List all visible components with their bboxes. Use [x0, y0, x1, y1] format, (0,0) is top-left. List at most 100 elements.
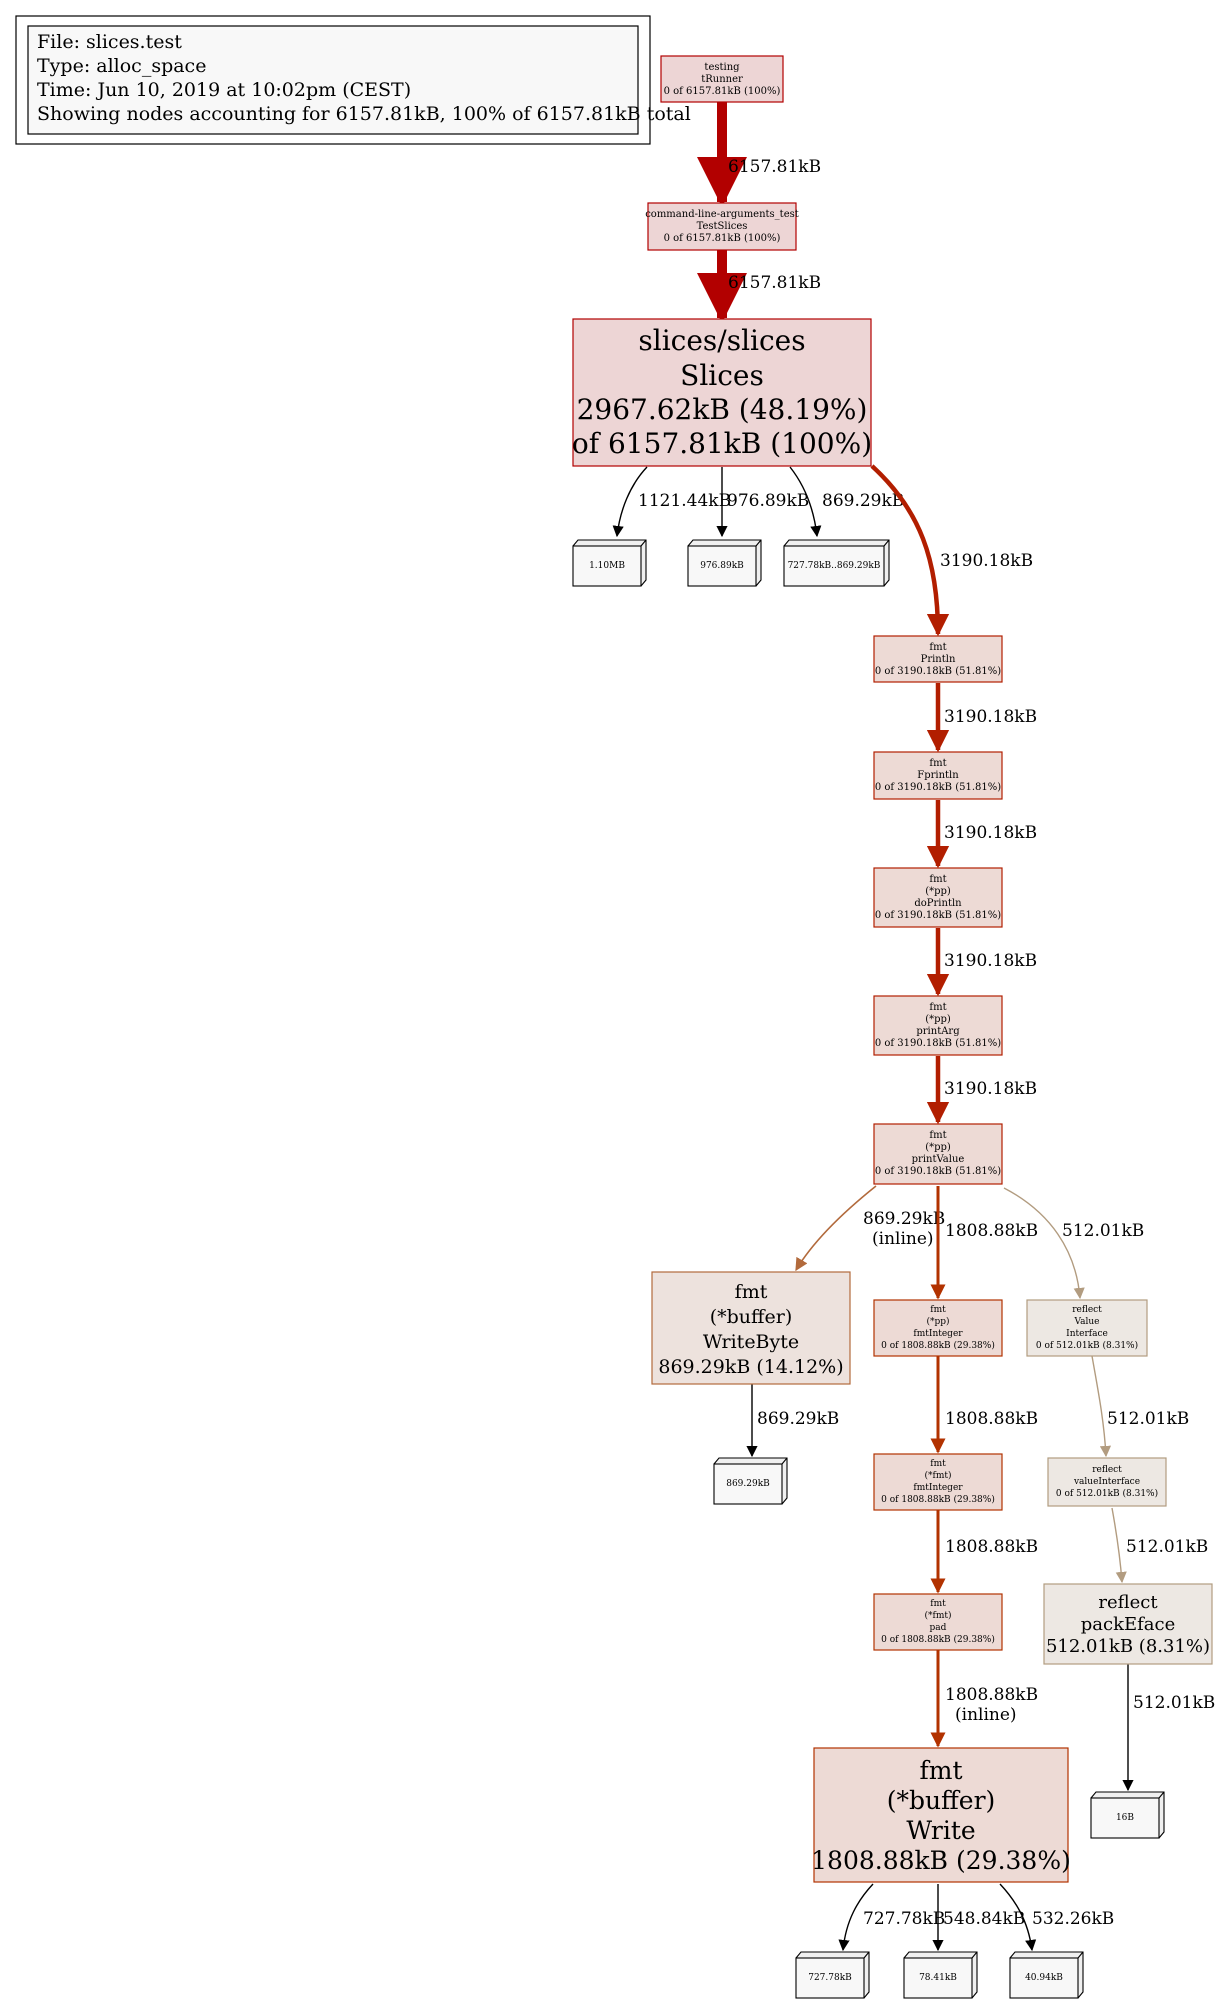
node-line: 2967.62kB (48.19%) — [577, 393, 868, 426]
edge-label: 869.29kB — [863, 1209, 945, 1229]
leaf-40kb[interactable]: 40.94kB — [1009, 1951, 1084, 1999]
node-line: printArg — [916, 1026, 960, 1037]
edge-printvalue-value-interface: 512.01kB — [1003, 1187, 1144, 1300]
edge-trunner-testslices: 6157.81kB — [697, 102, 821, 207]
node-testing-trunner[interactable]: testing tRunner 0 of 6157.81kB (100%) — [660, 55, 784, 103]
edge-label: 3190.18kB — [940, 551, 1033, 571]
node-line: fmtInteger — [913, 1483, 963, 1493]
edge-label: 6157.81kB — [728, 157, 821, 177]
node-buffer-write[interactable]: fmt (*buffer) Write 1808.88kB (29.38%) — [811, 1747, 1071, 1883]
edge-label: 869.29kB — [757, 1409, 839, 1429]
leaf-1-10mb[interactable]: 1.10MB — [572, 539, 647, 587]
node-line: Slices — [680, 359, 764, 392]
edge-label: 869.29kB — [822, 491, 904, 511]
node-line: Write — [906, 1816, 975, 1845]
node-line: (*buffer) — [710, 1306, 793, 1328]
edge-label: 3190.18kB — [944, 1079, 1037, 1099]
node-line: 512.01kB (8.31%) — [1046, 1636, 1210, 1657]
node-line: 0 of 1808.88kB (29.38%) — [881, 1634, 995, 1645]
node-line: TestSlices — [697, 221, 748, 232]
edge-slices-leaf-976kb: 976.89kB — [716, 467, 809, 538]
node-reflect-valueinterface[interactable]: reflect valueInterface 0 of 512.01kB (8.… — [1047, 1457, 1167, 1507]
legend-line: Type: alloc_space — [37, 55, 206, 77]
leaf-869kb[interactable]: 869.29kB — [713, 1457, 788, 1505]
node-line: 0 of 6157.81kB (100%) — [664, 86, 781, 97]
node-line: slices/slices — [638, 324, 805, 357]
edge-label: 512.01kB — [1133, 1693, 1215, 1713]
edge-println-fprintln: 3190.18kB — [926, 683, 1037, 753]
leaf-16b[interactable]: 16B — [1090, 1791, 1165, 1839]
edge-pp-fmtinteger-fmt-fmtinteger: 1808.88kB — [930, 1356, 1038, 1454]
edge-label: (inline) — [872, 1229, 934, 1249]
node-fmt-pad[interactable]: fmt (*fmt) pad 0 of 1808.88kB (29.38%) — [873, 1593, 1003, 1651]
edge-testslices-slices: 6157.81kB — [697, 250, 821, 323]
node-line: (*pp) — [925, 886, 951, 897]
node-line: (*buffer) — [887, 1786, 996, 1815]
edge-label: (inline) — [955, 1705, 1017, 1725]
leaf-label: 78.41kB — [919, 1973, 957, 1983]
edge-write-leaf-78kb: 548.84kB — [932, 1884, 1025, 1952]
leaf-78kb[interactable]: 78.41kB — [903, 1951, 978, 1999]
edge-label: 512.01kB — [1126, 1537, 1208, 1557]
node-println[interactable]: fmt Println 0 of 3190.18kB (51.81%) — [873, 635, 1003, 683]
edge-label: 3190.18kB — [944, 707, 1037, 727]
edge-label: 3190.18kB — [944, 951, 1037, 971]
edge-printvalue-writebyte: 869.29kB (inline) — [795, 1185, 945, 1272]
leaf-label: 16B — [1116, 1813, 1134, 1823]
node-line: fmt — [929, 758, 946, 769]
edge-value-interface-valueinterface: 512.01kB — [1091, 1355, 1189, 1458]
edge-label: 1808.88kB — [945, 1685, 1038, 1705]
node-reflect-packeface[interactable]: reflect packEface 512.01kB (8.31%) — [1043, 1583, 1213, 1665]
node-line: 1808.88kB (29.38%) — [811, 1846, 1071, 1875]
leaf-label: 727.78kB..869.29kB — [788, 561, 881, 571]
node-fprintln[interactable]: fmt Fprintln 0 of 3190.18kB (51.81%) — [873, 751, 1003, 800]
nodes: testing tRunner 0 of 6157.81kB (100%) co… — [572, 55, 1213, 1883]
edge-label: 727.78kB — [863, 1909, 945, 1929]
node-line: Println — [921, 654, 956, 665]
node-line: Fprintln — [917, 770, 959, 781]
node-line: of 6157.81kB (100%) — [572, 427, 872, 460]
node-slices[interactable]: slices/slices Slices 2967.62kB (48.19%) … — [572, 318, 872, 467]
node-reflect-value-interface[interactable]: reflect Value Interface 0 of 512.01kB (8… — [1026, 1299, 1148, 1357]
edge-pad-buffer-write: 1808.88kB (inline) — [930, 1650, 1038, 1748]
edge-label: 976.89kB — [727, 491, 809, 511]
node-line: fmt — [930, 1459, 946, 1469]
leaf-label: 976.89kB — [700, 561, 744, 571]
edge-write-leaf-40kb: 532.26kB — [999, 1883, 1114, 1952]
node-line: fmt — [919, 1756, 962, 1785]
edge-slices-println: 3190.18kB — [870, 464, 1033, 637]
node-line: 0 of 1808.88kB (29.38%) — [881, 1494, 995, 1505]
leaf-label: 1.10MB — [589, 561, 625, 571]
node-line: 0 of 3190.18kB (51.81%) — [875, 666, 1001, 677]
node-line: (*pp) — [926, 1316, 949, 1327]
node-line: reflect — [1072, 1305, 1102, 1315]
leaf-727kb[interactable]: 727.78kB — [795, 1951, 870, 1999]
edge-slices-leaf-727-869kb: 869.29kB — [789, 466, 904, 538]
edge-fprintln-doprintln: 3190.18kB — [926, 800, 1037, 869]
edge-label: 548.84kB — [943, 1909, 1025, 1929]
leaf-label: 40.94kB — [1025, 1973, 1063, 1983]
leaf-976kb[interactable]: 976.89kB — [687, 539, 762, 587]
node-line: pad — [930, 1623, 947, 1633]
legend-line: File: slices.test — [37, 31, 182, 53]
node-line: doPrintln — [914, 898, 962, 909]
node-fmt-fmtinteger[interactable]: fmt (*fmt) fmtInteger 0 of 1808.88kB (29… — [873, 1453, 1003, 1511]
node-line: 0 of 3190.18kB (51.81%) — [875, 782, 1001, 793]
node-line: packEface — [1081, 1614, 1176, 1635]
leaf-727-869kb[interactable]: 727.78kB..869.29kB — [783, 539, 890, 587]
node-buffer-writebyte[interactable]: fmt (*buffer) WriteByte 869.29kB (14.12%… — [651, 1271, 851, 1385]
node-line: (*fmt) — [924, 1610, 951, 1621]
node-pp-fmtinteger[interactable]: fmt (*pp) fmtInteger 0 of 1808.88kB (29.… — [873, 1299, 1003, 1357]
edge-label: 512.01kB — [1107, 1409, 1189, 1429]
edge-writebyte-leaf: 869.29kB — [746, 1384, 839, 1458]
edges: 6157.81kB 6157.81kB 1121.44kB 976.89kB 8… — [612, 102, 1215, 1952]
node-line: fmt — [929, 1002, 946, 1013]
node-line: fmt — [929, 1130, 946, 1141]
node-printvalue[interactable]: fmt (*pp) printValue 0 of 3190.18kB (51.… — [873, 1123, 1003, 1185]
node-printarg[interactable]: fmt (*pp) printArg 0 of 3190.18kB (51.81… — [873, 995, 1003, 1056]
node-line: (*pp) — [925, 1014, 951, 1025]
edge-label: 532.26kB — [1032, 1909, 1114, 1929]
node-testslices[interactable]: command-line-arguments_test TestSlices 0… — [645, 202, 799, 251]
node-doprintln[interactable]: fmt (*pp) doPrintln 0 of 3190.18kB (51.8… — [873, 867, 1003, 928]
edge-printvalue-pp-fmtinteger: 1808.88kB — [930, 1186, 1038, 1300]
